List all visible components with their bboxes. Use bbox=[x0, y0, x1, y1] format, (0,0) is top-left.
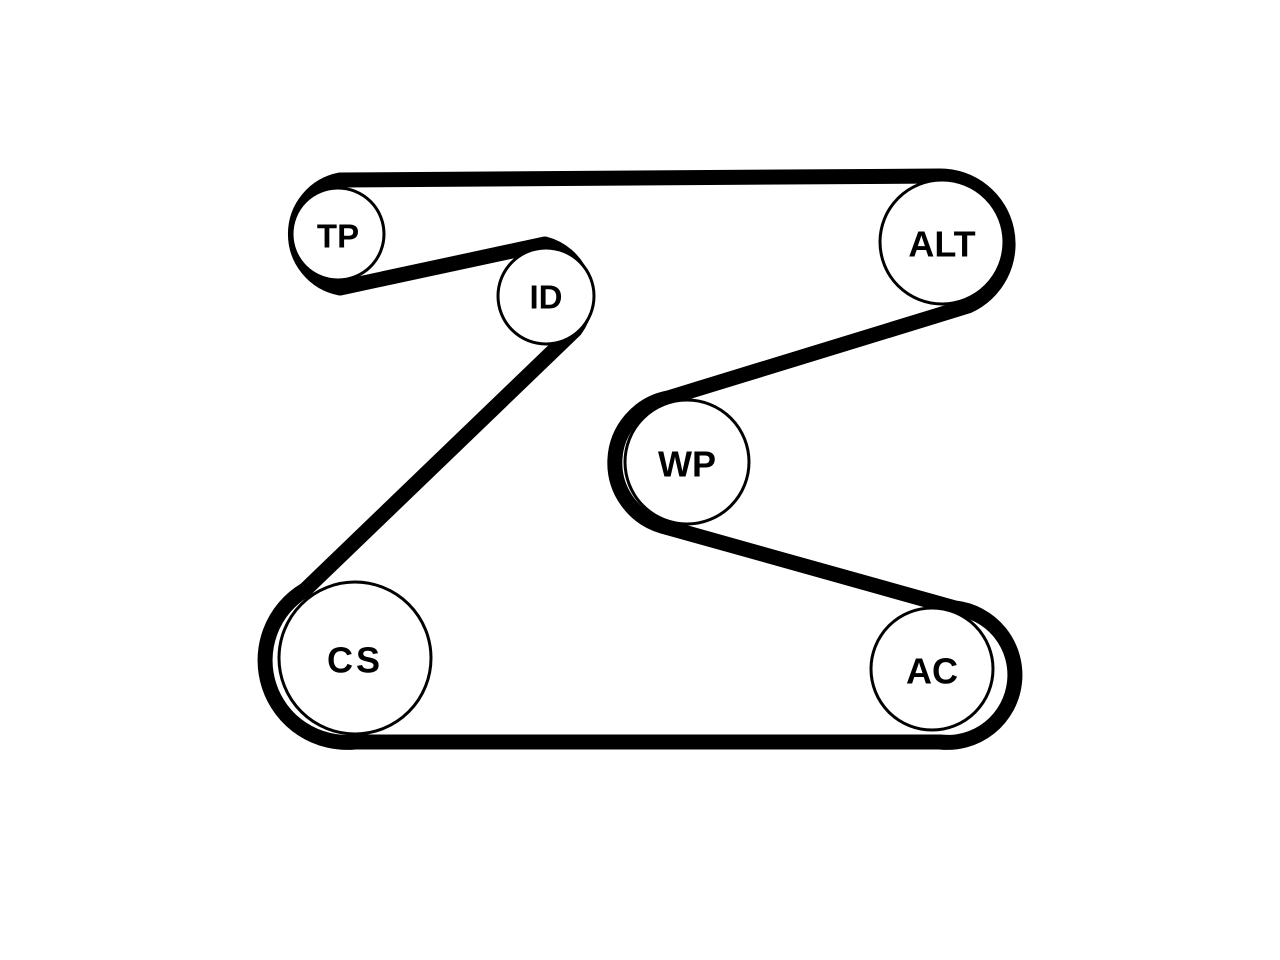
pulley-wp: WP bbox=[623, 398, 751, 526]
pulley-id-circle bbox=[496, 246, 596, 346]
pulley-ac: AC bbox=[869, 606, 995, 732]
pulley-alt-circle bbox=[878, 178, 1006, 306]
pulley-cs-label: CS bbox=[327, 640, 383, 681]
pulley-ac-label: AC bbox=[906, 651, 958, 692]
pulley-id-label: ID bbox=[530, 279, 563, 316]
pulley-ac-circle bbox=[869, 606, 995, 732]
serpentine-belt bbox=[257, 168, 1023, 750]
pulley-tp-label: TP bbox=[317, 218, 359, 255]
pulley-id: ID bbox=[496, 246, 596, 346]
pulley-wp-circle bbox=[623, 398, 751, 526]
pulley-cs: CS bbox=[277, 580, 433, 736]
pulley-tp: TP bbox=[290, 186, 386, 282]
pulley-tp-circle bbox=[290, 186, 386, 282]
pulley-cs-circle bbox=[277, 580, 433, 736]
pulley-wp-label: WP bbox=[658, 444, 716, 485]
pulley-alt: ALT bbox=[878, 178, 1006, 306]
pulley-alt-label: ALT bbox=[908, 224, 975, 265]
